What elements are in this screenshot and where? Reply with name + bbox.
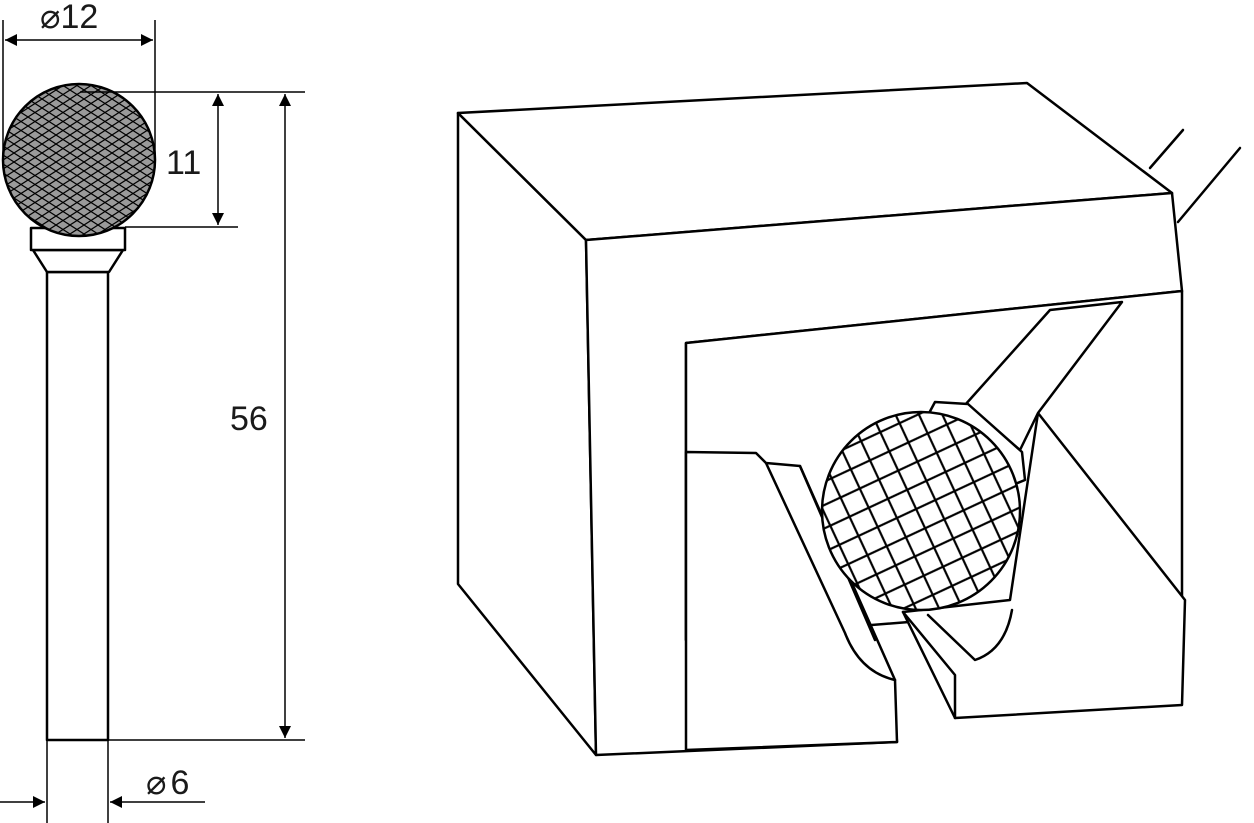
- left-jaw-groove: [764, 461, 897, 682]
- burr-shank: [45, 270, 110, 742]
- burr-technical-drawing: ⌀12 11 56 ⌀6: [0, 0, 305, 823]
- burr-neck: [31, 248, 125, 274]
- svg-text:⌀6: ⌀6: [146, 764, 189, 802]
- dim-head-diameter-value: 12: [60, 0, 98, 36]
- diameter-symbol-icon: ⌀: [146, 764, 166, 802]
- dim-head-length-value: 11: [166, 144, 201, 182]
- burr-ball-head: [1, 82, 157, 238]
- dim-total-length-value: 56: [230, 400, 268, 438]
- dim-shank-diameter-value: 6: [170, 764, 189, 802]
- workpiece-illustration: [456, 81, 1242, 757]
- dim-shank-diameter: ⌀6: [0, 740, 205, 823]
- tool-shank-upper-2: [1176, 146, 1242, 224]
- dim-total-length: 56: [108, 94, 305, 741]
- right-jaw-groove: [901, 610, 957, 720]
- dim-head-diameter: ⌀12: [2, 0, 156, 160]
- tool-shank-lower: [963, 300, 1124, 452]
- svg-text:⌀12: ⌀12: [40, 0, 98, 36]
- diameter-symbol-icon: ⌀: [40, 0, 60, 36]
- tool-ball-head: [820, 410, 1022, 612]
- tool-shank-upper: [1148, 128, 1185, 170]
- dim-head-length: 11: [80, 91, 305, 228]
